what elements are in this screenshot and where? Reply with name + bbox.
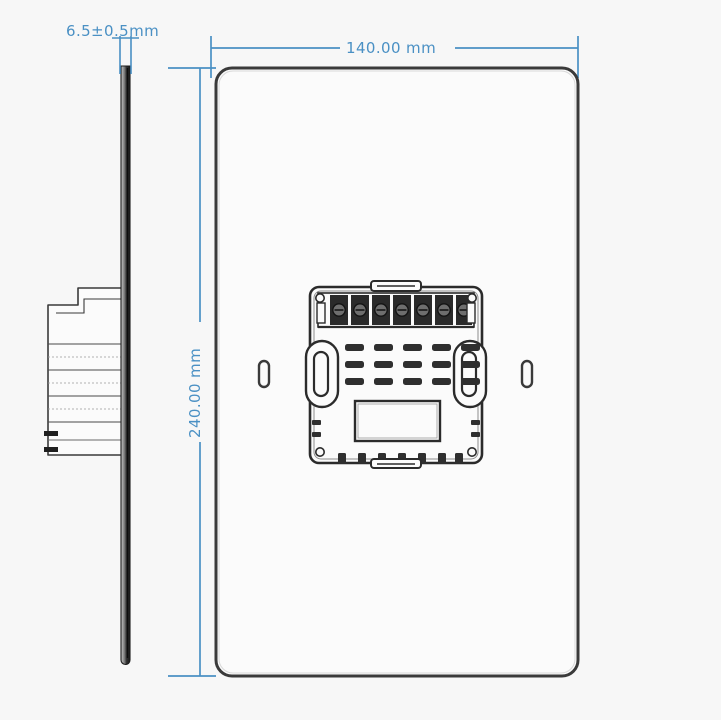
module-notch-left xyxy=(316,302,326,324)
side-panel-edge xyxy=(120,65,131,666)
vent-grid xyxy=(345,344,480,385)
module-label-area-inner xyxy=(357,403,438,439)
panel-slot-left xyxy=(257,359,271,389)
side-module-tab-upper xyxy=(44,431,58,436)
terminal-block xyxy=(330,295,348,325)
module-side-ticks xyxy=(312,420,480,437)
thickness-dimension-label: 6.5±0.5mm xyxy=(66,22,159,40)
corner-screw-tr xyxy=(466,292,477,303)
side-module-ridges xyxy=(48,343,122,423)
side-profile-view xyxy=(44,65,131,666)
central-module xyxy=(304,280,488,469)
terminal-block xyxy=(372,295,390,325)
corner-screw-tl xyxy=(314,292,325,303)
terminal-block xyxy=(414,295,432,325)
side-panel-edge-body xyxy=(120,65,131,666)
side-module-step xyxy=(56,298,122,314)
terminal-block xyxy=(351,295,369,325)
dimension-width xyxy=(210,36,579,78)
side-module-tab-lower xyxy=(44,447,58,452)
panel-slot-right xyxy=(520,359,534,389)
height-dimension-label: 240.00 mm xyxy=(186,348,204,438)
front-panel-inner-bevel xyxy=(218,70,576,674)
dimension-height xyxy=(168,67,216,677)
corner-screw-br xyxy=(466,446,477,457)
module-notch-right xyxy=(466,302,476,324)
width-dimension-label: 140.00 mm xyxy=(346,39,436,57)
front-view xyxy=(214,66,580,678)
module-label-area xyxy=(353,399,442,443)
dimension-thickness xyxy=(112,36,139,74)
terminal-blocks xyxy=(330,295,472,325)
side-rear-module xyxy=(44,287,123,456)
terminal-block xyxy=(435,295,453,325)
corner-screw-bl xyxy=(314,446,325,457)
terminal-block xyxy=(393,295,411,325)
side-module-hatch xyxy=(48,356,122,410)
module-corner-screws xyxy=(314,292,477,457)
module-mounting-slot-left xyxy=(304,339,340,409)
